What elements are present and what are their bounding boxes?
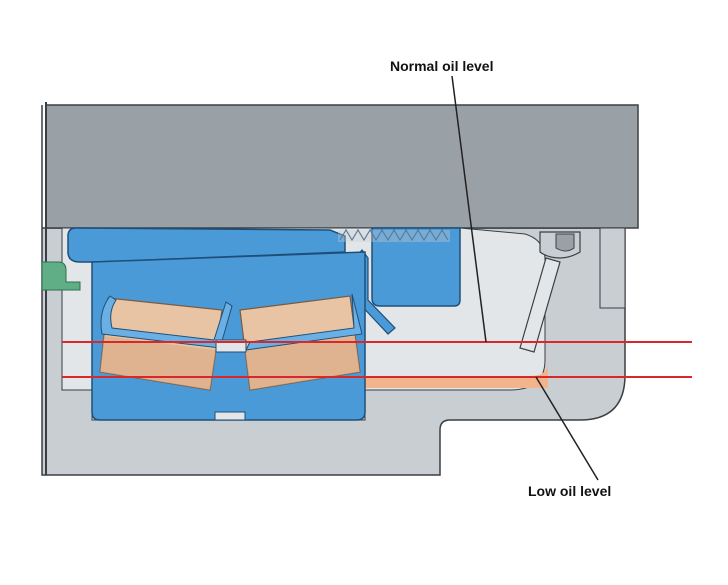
- lock-nut: [371, 227, 461, 307]
- cage-right: [245, 293, 363, 351]
- low-oil-leader: [535, 376, 599, 481]
- thread-band: [338, 230, 450, 242]
- vent-channel: [519, 257, 561, 353]
- normal-oil-level-label: Normal oil level: [390, 58, 493, 74]
- vent-plug-head: [555, 233, 575, 252]
- ring-notch: [214, 411, 246, 421]
- shaft: [45, 104, 639, 229]
- normal-oil-leader: [451, 75, 487, 343]
- nut-threads: [339, 228, 449, 242]
- low-oil-level-label: Low oil level: [528, 483, 611, 499]
- seal: [41, 261, 81, 291]
- housing-right-wall: [599, 227, 626, 309]
- bearing-cage: [100, 295, 233, 349]
